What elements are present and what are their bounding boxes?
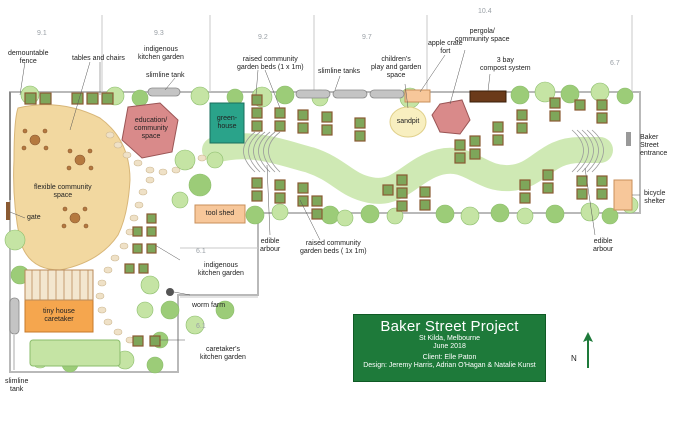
bicycle-shelter-shape: [613, 179, 633, 211]
label-baker-street-entrance: Baker Street entrance: [640, 134, 668, 157]
label-tool-shed: tool shed: [205, 210, 235, 217]
label-caretakers-garden: caretaker's kitchen garden: [200, 346, 246, 361]
label-indigenous-garden-mid: indigenous kitchen garden: [198, 262, 244, 277]
label-edible-arbour-right: edible arbour: [593, 238, 614, 253]
north-arrow-icon: [583, 332, 593, 368]
project-client: Client: Elle Paton: [422, 354, 477, 361]
caretaker-lawn: [29, 339, 121, 367]
gate-marker: [6, 202, 10, 220]
dim-6-1-upper: 6.1: [196, 248, 206, 255]
label-childrens-play: children's play and garden space: [371, 56, 422, 79]
label-raised-beds-bottom: raised community garden beds ( 1x 1m): [300, 240, 367, 255]
slimline-tank-2: [332, 89, 368, 99]
leader-lines: [9, 49, 640, 370]
label-apple-crate-fort: apple crate fort: [428, 40, 463, 55]
project-designers: Design: Jeremy Harris, Adrian O'Hagan & …: [363, 362, 536, 369]
dim-9-7: 9.7: [362, 34, 372, 41]
tiny-house-shape: [24, 299, 94, 333]
label-edible-arbour-left: edible arbour: [260, 238, 281, 253]
dim-10-4: 10.4: [478, 8, 492, 15]
label-education-space: education/ community space: [134, 117, 168, 140]
greenhouse-shape: [209, 102, 245, 144]
education-community-space-shape: [121, 102, 179, 159]
dimension-lines: [101, 15, 633, 298]
label-slimline-tank-bottom: slimline tank: [5, 378, 29, 393]
label-flexible-space: flexible community space: [34, 184, 92, 199]
flexible-space-seating: [21, 128, 94, 229]
label-tiny-house: tiny house caretaker: [43, 308, 75, 323]
apple-crate-fort-shape: [404, 89, 431, 103]
entrance-post: [626, 132, 631, 146]
slimline-tank-top-shape: [147, 87, 181, 97]
label-raised-beds-top: raised community garden beds (1 x 1m): [237, 56, 304, 71]
flexible-community-space-area: [13, 104, 131, 271]
garden-beds: [24, 92, 608, 347]
slimline-tank-1: [295, 89, 331, 99]
dim-6-7: 6.7: [610, 60, 620, 67]
edible-arbour-right: [571, 129, 604, 173]
label-indigenous-garden-top: indigenous kitchen garden: [138, 46, 184, 61]
title-block: Baker Street Project St Kilda, Melbourne…: [353, 314, 546, 382]
label-compost: 3 bay compost system: [480, 57, 531, 72]
project-title: Baker Street Project: [380, 318, 519, 335]
edible-arbour-left: [243, 131, 281, 173]
tool-shed-shape: [194, 204, 246, 224]
project-date: June 2018: [433, 343, 466, 350]
dim-9-2: 9.2: [258, 34, 268, 41]
slimline-tank-3: [369, 89, 405, 99]
label-slimline-tank-top: slimline tank: [146, 72, 185, 79]
dim-9-1: 9.1: [37, 30, 47, 37]
label-tables-and-chairs: tables and chairs: [72, 55, 125, 62]
compost-system-shape: [469, 90, 507, 103]
label-worm-farm: worm farm: [192, 302, 226, 309]
dim-9-3: 9.3: [154, 30, 164, 37]
label-gate: gate: [27, 214, 41, 221]
project-location: St Kilda, Melbourne: [418, 335, 481, 342]
winding-path: [202, 133, 613, 204]
dim-6-1-lower: 6.1: [196, 323, 206, 330]
label-pergola: pergola/ community space: [455, 28, 510, 43]
stepping-stones: [95, 131, 207, 344]
pergola-shape: [431, 99, 471, 135]
label-demountable-fence: demountable fence: [8, 50, 49, 65]
trees: [4, 81, 639, 374]
label-greenhouse: green- house: [216, 115, 238, 130]
deck-slats: [31, 270, 89, 300]
north-label: N: [571, 354, 577, 363]
slimline-tank-bottom-shape: [9, 297, 20, 335]
caretaker-deck: [24, 269, 94, 301]
site-boundary: [9, 91, 641, 373]
label-slimline-tanks: slimline tanks: [318, 68, 361, 75]
worm-farm-shape: [166, 288, 174, 296]
label-bicycle-shelter: bicycle shelter: [644, 190, 666, 205]
label-sandpit: sandpit: [396, 118, 420, 125]
